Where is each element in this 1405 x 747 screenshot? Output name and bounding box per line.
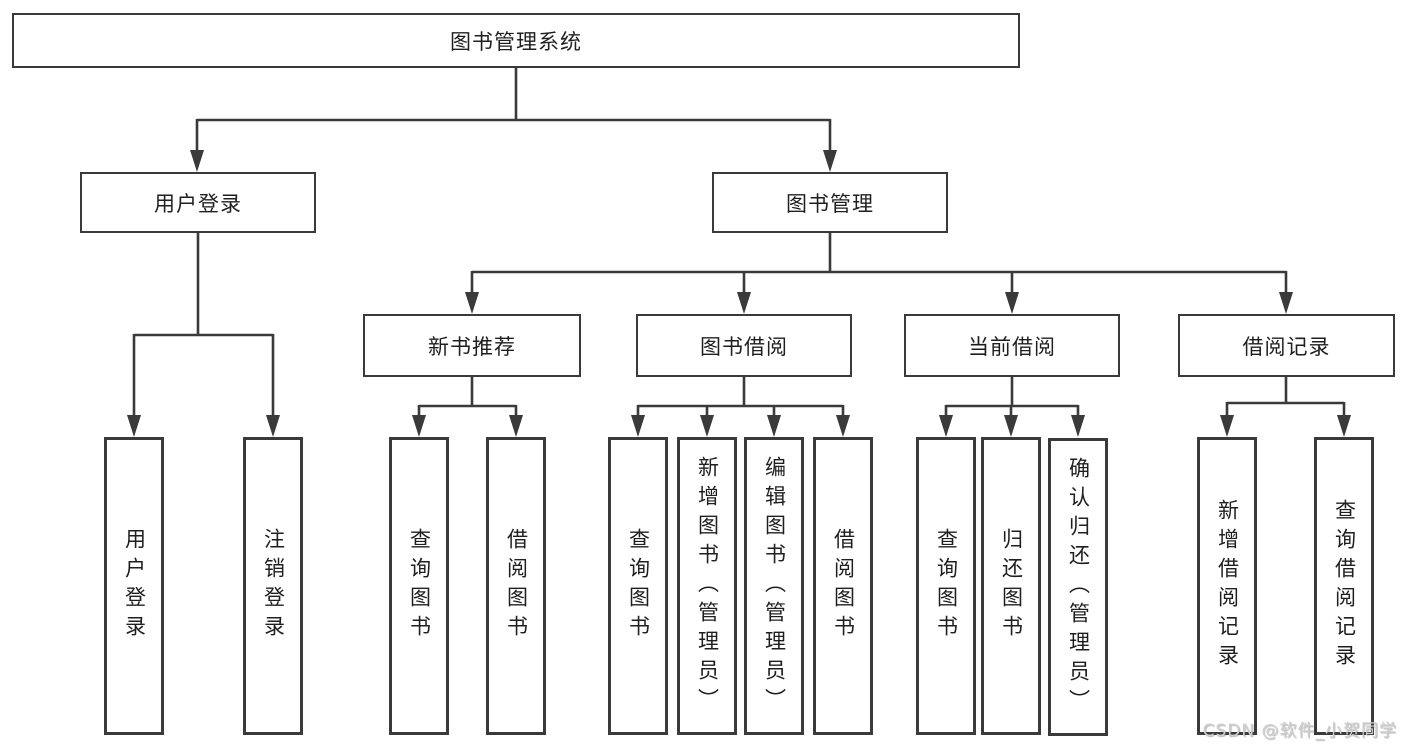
- node-new-book-recommend: 新书推荐: [363, 314, 581, 377]
- leaf-label: 注销登录: [261, 528, 286, 644]
- node-borrow-records: 借阅记录: [1178, 314, 1395, 377]
- leaf-query-borrow-record: 查询借阅记录: [1314, 437, 1374, 735]
- leaf-borrow-books-recommend: 借阅图书: [486, 437, 546, 735]
- leaf-label: 编辑图书（管理员）: [762, 455, 787, 717]
- leaf-label: 查询借阅记录: [1332, 499, 1357, 673]
- leaf-confirm-return-admin: 确认归还（管理员）: [1048, 438, 1108, 736]
- leaf-label: 查询图书: [407, 528, 432, 644]
- leaf-borrow-books: 借阅图书: [813, 437, 873, 735]
- leaf-label: 归还图书: [999, 528, 1024, 644]
- leaf-query-books-current: 查询图书: [916, 437, 976, 735]
- leaf-label: 新增借阅记录: [1215, 499, 1240, 673]
- leaf-label: 借阅图书: [831, 528, 856, 644]
- node-root: 图书管理系统: [12, 13, 1020, 68]
- leaf-label: 借阅图书: [504, 528, 529, 644]
- leaf-label: 查询图书: [626, 528, 651, 644]
- leaf-logout: 注销登录: [243, 437, 303, 735]
- leaf-return-book: 归还图书: [981, 437, 1041, 735]
- leaf-label: 新增图书（管理员）: [695, 455, 720, 717]
- leaf-add-book-admin: 新增图书（管理员）: [677, 437, 737, 735]
- node-user-login: 用户登录: [80, 172, 316, 233]
- node-book-management: 图书管理: [712, 172, 948, 233]
- leaf-label: 用户登录: [122, 528, 147, 644]
- csdn-watermark: CSDN @软件_小贺同学: [1202, 721, 1397, 741]
- leaf-label: 确认归还（管理员）: [1066, 456, 1091, 718]
- node-book-borrow: 图书借阅: [636, 314, 852, 377]
- leaf-query-books-borrow: 查询图书: [608, 437, 668, 735]
- leaf-add-borrow-record: 新增借阅记录: [1197, 437, 1257, 735]
- leaf-user-login: 用户登录: [104, 437, 164, 735]
- node-current-borrow: 当前借阅: [904, 314, 1120, 377]
- leaf-edit-book-admin: 编辑图书（管理员）: [744, 437, 804, 735]
- leaf-label: 查询图书: [934, 528, 959, 644]
- leaf-query-books-recommend: 查询图书: [389, 437, 449, 735]
